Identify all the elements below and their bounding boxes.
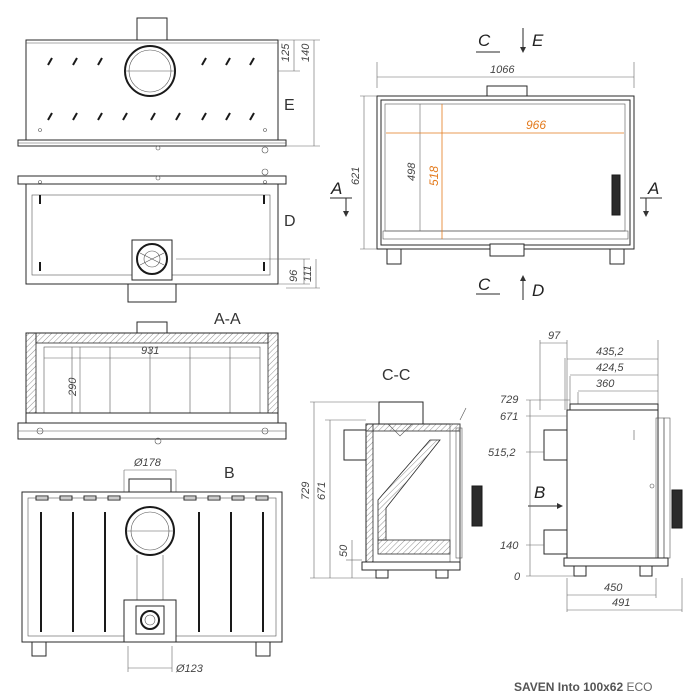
air-inlet-circle (136, 243, 168, 275)
dim-491: 491 (612, 597, 630, 609)
dim-621: 621 (350, 167, 362, 185)
dim-125: 125 (280, 43, 292, 62)
dim-cc-671: 671 (316, 482, 328, 500)
dim-1066: 1066 (490, 64, 515, 76)
section-e-top: E (532, 31, 544, 50)
dim-side-671: 671 (500, 411, 518, 423)
model-suffix: ECO (627, 680, 653, 694)
section-a-left: A (330, 179, 342, 198)
view-e: 125 140 E (17, 17, 320, 154)
view-d: 96 111 D (17, 168, 320, 303)
view-label-cc: C-C (382, 367, 410, 384)
aa-outer (25, 332, 279, 424)
side-body (566, 409, 659, 559)
view-label-e: E (284, 97, 295, 114)
view-front: C E 1066 621 498 518 966 A A (330, 28, 662, 300)
model-name: SAVEN Into 100x62 (514, 680, 623, 694)
section-a-right: A (647, 179, 659, 198)
view-label-b: B (224, 465, 235, 482)
view-label-aa: A-A (214, 311, 241, 328)
model-caption: SAVEN Into 100x62 ECO (514, 680, 653, 694)
dim-96: 96 (288, 269, 300, 282)
view-cc: C-C 729 671 50 (300, 367, 483, 579)
side-door-handle (671, 489, 683, 529)
dim-cc-50: 50 (338, 544, 350, 557)
dim-side-729: 729 (500, 394, 518, 406)
section-c-top: C (478, 31, 491, 50)
view-side: 97 435,2 424,5 360 B 729 671 515,2 (488, 330, 683, 612)
view-label-d: D (284, 213, 296, 230)
dim-435-2: 435,2 (596, 346, 624, 358)
section-c-bottom: C (478, 275, 491, 294)
dim-515-2: 515,2 (488, 447, 516, 459)
dim-side-140: 140 (500, 540, 519, 552)
dim-931: 931 (141, 345, 159, 357)
dim-123: Ø123 (175, 663, 204, 675)
dim-140: 140 (300, 43, 312, 62)
top-plate (25, 39, 279, 141)
dim-424-5: 424,5 (596, 362, 624, 374)
dim-360: 360 (596, 378, 615, 390)
dim-97: 97 (548, 330, 561, 342)
view-aa: A-A 931 290 (17, 311, 287, 445)
cc-door-handle (471, 485, 483, 527)
dim-498: 498 (406, 162, 418, 181)
dim-966: 966 (526, 118, 546, 132)
dim-178: Ø178 (133, 457, 162, 469)
dim-cc-729: 729 (300, 482, 312, 500)
door-handle (611, 174, 621, 216)
dim-111: 111 (302, 265, 314, 282)
dim-518: 518 (427, 166, 441, 186)
section-d-bottom: D (532, 281, 544, 300)
dim-290: 290 (67, 377, 79, 397)
dim-450: 450 (604, 582, 623, 594)
view-b: Ø178 B Ø123 (21, 457, 283, 675)
section-b-side: B (534, 483, 545, 502)
dim-side-0: 0 (514, 571, 521, 583)
flue-collar (136, 17, 168, 43)
